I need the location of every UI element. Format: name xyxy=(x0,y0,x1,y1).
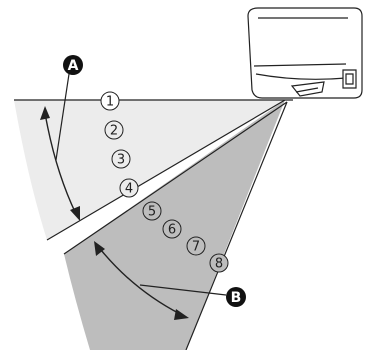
svg-text:1: 1 xyxy=(106,95,114,110)
louver-position-7: 7 xyxy=(186,236,206,256)
svg-text:6: 6 xyxy=(168,223,176,238)
louver-position-8: 8 xyxy=(209,253,229,273)
louver-position-2: 2 xyxy=(104,120,124,140)
upper-zone-lower-boundary-line xyxy=(46,99,286,241)
lower-zone-upper-boundary-line xyxy=(63,101,288,255)
svg-text:4: 4 xyxy=(125,182,133,197)
svg-text:8: 8 xyxy=(215,257,223,272)
louver-position-3: 3 xyxy=(111,149,131,169)
angle-a-arrow xyxy=(40,106,80,221)
angle-b-arrow xyxy=(94,241,189,320)
louver-position-1: 1 xyxy=(100,91,120,111)
callout-a-leader-line xyxy=(55,73,70,161)
svg-text:5: 5 xyxy=(148,205,156,220)
callout-b-leader-line xyxy=(139,284,227,296)
louver-position-6: 6 xyxy=(162,219,182,239)
air-conditioner-icon xyxy=(247,7,363,99)
svg-text:3: 3 xyxy=(117,153,125,168)
svg-text:A: A xyxy=(68,58,79,74)
svg-text:B: B xyxy=(231,290,242,306)
louver-position-4: 4 xyxy=(119,178,139,198)
svg-text:2: 2 xyxy=(110,124,118,139)
lower-zone-right-boundary-line xyxy=(185,101,288,350)
callout-a: A xyxy=(63,55,83,75)
callout-b: B xyxy=(226,287,246,307)
upper-airflow-zone xyxy=(14,100,285,240)
svg-text:7: 7 xyxy=(192,240,200,255)
louver-position-5: 5 xyxy=(142,201,162,221)
